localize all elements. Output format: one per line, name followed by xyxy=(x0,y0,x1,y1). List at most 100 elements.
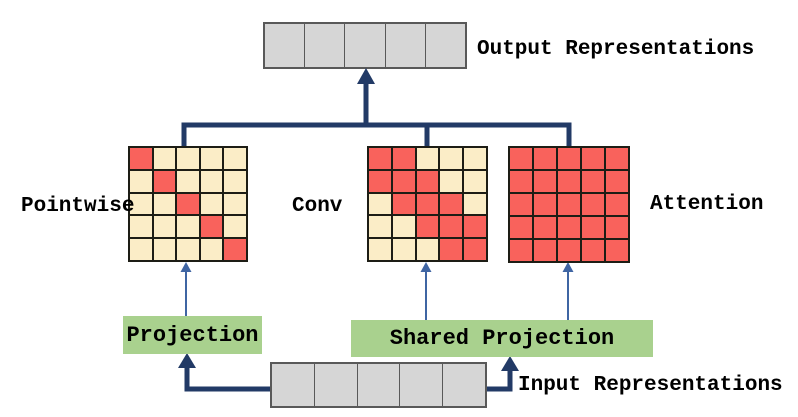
bar-cell xyxy=(304,24,344,67)
matrix-cell-inactive xyxy=(368,215,392,239)
bar-cell xyxy=(424,24,465,67)
matrix-cell-inactive xyxy=(199,238,224,261)
matrix-cell-active xyxy=(605,216,629,239)
matrix-cell-inactive xyxy=(129,215,153,239)
matrix-cell-active xyxy=(557,216,581,239)
attention-label: Attention xyxy=(650,193,764,216)
matrix-cell-inactive xyxy=(223,215,247,239)
matrix-cell-active xyxy=(533,170,557,193)
matrix-cell-active xyxy=(223,238,247,261)
bar-cell xyxy=(356,364,400,406)
matrix-cell-inactive xyxy=(439,169,464,193)
bar-cell xyxy=(313,364,357,406)
shared-to-attention-arrowhead xyxy=(562,262,574,272)
matrix-cell-inactive xyxy=(176,238,200,261)
pointwise-matrix xyxy=(128,146,248,262)
bar-cell xyxy=(399,364,442,406)
matrix-cell-active xyxy=(581,216,605,239)
matrix-cell-inactive xyxy=(368,238,392,261)
input-representations-label: Input Representations xyxy=(518,374,783,397)
matrix-cell-active xyxy=(463,238,487,261)
matrix-cell-inactive xyxy=(368,192,392,216)
matrix-cell-inactive xyxy=(439,147,464,170)
matrix-cell-active xyxy=(509,239,533,262)
matrix-cell-active xyxy=(509,170,533,193)
matrix-cell-active xyxy=(199,215,224,239)
input-to-shared-projection-arrow-shaft xyxy=(487,370,513,392)
input-representations-bar xyxy=(270,362,487,408)
matrix-cell-inactive xyxy=(176,215,200,239)
matrix-cell-inactive xyxy=(129,169,153,193)
bar-cell xyxy=(442,364,485,406)
matrix-cell-active xyxy=(533,216,557,239)
matrix-cell-inactive xyxy=(391,215,416,239)
matrix-cell-active xyxy=(605,170,629,193)
matrix-cell-active xyxy=(605,193,629,216)
matrix-cell-active xyxy=(391,147,416,170)
matrix-cell-active xyxy=(463,215,487,239)
matrix-cell-inactive xyxy=(129,192,153,216)
matrix-cell-active xyxy=(391,192,416,216)
matrix-cell-inactive xyxy=(152,147,177,170)
shared-to-conv-arrowhead xyxy=(420,262,432,272)
matrix-cell-inactive xyxy=(129,238,153,261)
conv-label: Conv xyxy=(292,195,343,218)
input-to-projection-arrow-shaft xyxy=(184,367,270,392)
matrix-cell-inactive xyxy=(176,147,200,170)
matrix-cell-inactive xyxy=(152,238,177,261)
projection-to-pointwise-arrowhead xyxy=(180,262,192,272)
matrix-cell-active xyxy=(368,147,392,170)
matrix-cell-inactive xyxy=(391,238,416,261)
matrix-cell-active xyxy=(581,147,605,170)
matrix-cell-active xyxy=(557,147,581,170)
matrix-cell-active xyxy=(176,192,200,216)
matrix-cell-inactive xyxy=(223,169,247,193)
matrix-cell-active xyxy=(439,238,464,261)
matrix-cell-active xyxy=(368,169,392,193)
matrix-cell-active xyxy=(533,147,557,170)
matrix-cell-inactive xyxy=(199,169,224,193)
matrix-cell-active xyxy=(509,147,533,170)
matrix-cell-active xyxy=(509,193,533,216)
matrix-cell-inactive xyxy=(463,169,487,193)
matrix-cell-inactive xyxy=(415,238,440,261)
matrix-cell-inactive xyxy=(223,192,247,216)
matrix-cell-active xyxy=(581,193,605,216)
matrix-cell-active xyxy=(605,147,629,170)
matrix-cell-active xyxy=(129,147,153,170)
pointwise-label: Pointwise xyxy=(21,195,135,218)
matrix-cell-inactive xyxy=(152,215,177,239)
matrix-cell-inactive xyxy=(415,147,440,170)
matrix-cell-active xyxy=(557,170,581,193)
matrix-cell-active xyxy=(391,169,416,193)
attention-matrix xyxy=(508,146,630,263)
matrix-cell-active xyxy=(581,170,605,193)
input-to-projection-arrowhead xyxy=(178,353,196,368)
shared-projection-box: Shared Projection xyxy=(351,320,653,357)
bar-cell xyxy=(384,24,425,67)
matrix-cell-inactive xyxy=(223,147,247,170)
matrix-cell-inactive xyxy=(463,192,487,216)
matrix-cell-inactive xyxy=(176,169,200,193)
bar-cell xyxy=(272,364,314,406)
matrix-cell-active xyxy=(439,215,464,239)
merge-to-output-arrowhead xyxy=(357,68,375,84)
matrix-cell-active xyxy=(415,169,440,193)
matrix-cell-active xyxy=(533,193,557,216)
input-to-shared-projection-arrowhead xyxy=(501,356,519,371)
matrix-cell-active xyxy=(415,215,440,239)
matrix-cell-active xyxy=(557,239,581,262)
matrix-cell-inactive xyxy=(199,147,224,170)
matrix-cell-active xyxy=(557,193,581,216)
matrix-cell-active xyxy=(581,239,605,262)
matrix-cell-active xyxy=(509,216,533,239)
matrix-cell-inactive xyxy=(199,192,224,216)
matrix-cell-active xyxy=(605,239,629,262)
branch-connector xyxy=(181,122,572,146)
output-representations-bar xyxy=(263,22,467,69)
matrix-cell-inactive xyxy=(152,192,177,216)
projection-box: Projection xyxy=(123,316,262,354)
matrix-cell-active xyxy=(439,192,464,216)
